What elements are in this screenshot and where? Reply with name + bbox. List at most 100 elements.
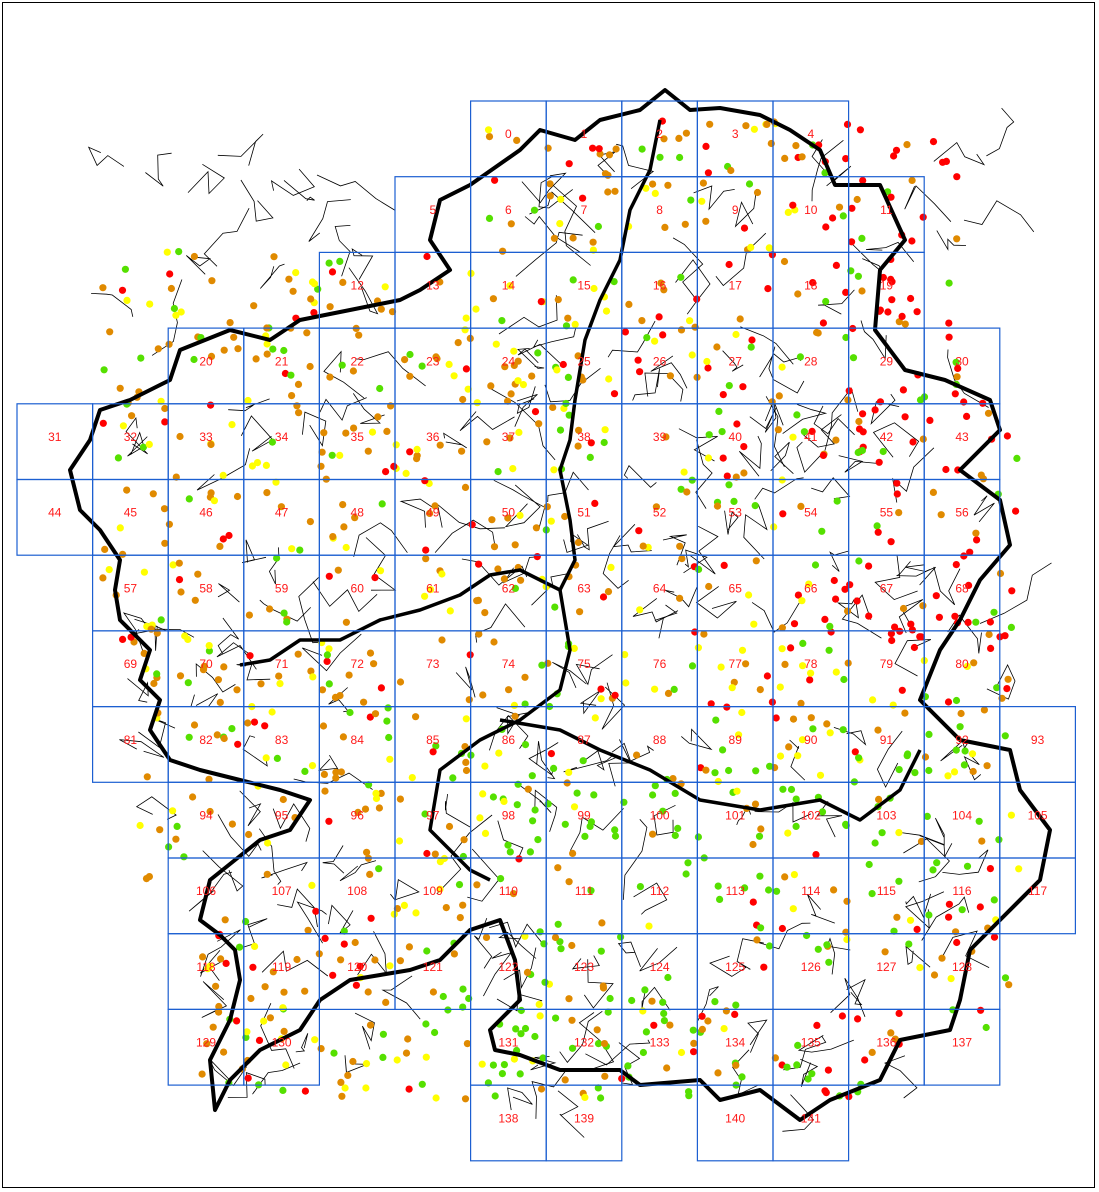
municipal-boundary — [328, 904, 354, 934]
observation-point — [725, 766, 733, 775]
observation-point — [842, 333, 850, 342]
observation-point — [676, 542, 684, 550]
grid-cell-label: 17 — [729, 279, 743, 293]
municipal-boundary — [348, 267, 379, 315]
observation-point — [329, 971, 337, 979]
observation-point — [775, 392, 783, 400]
grid-cell-label: 91 — [880, 733, 894, 747]
municipal-boundary — [942, 849, 989, 875]
observation-point — [401, 356, 409, 364]
grid-cell-label: 40 — [729, 430, 743, 444]
observation-point — [531, 1032, 539, 1041]
observation-point — [482, 933, 491, 942]
observation-point — [600, 438, 608, 447]
observation-point — [821, 615, 829, 624]
municipal-boundary — [905, 564, 936, 586]
municipal-boundary — [334, 225, 351, 277]
observation-point — [339, 278, 347, 286]
municipal-boundary — [783, 1036, 827, 1071]
observation-point — [748, 336, 756, 344]
observation-point — [145, 440, 153, 448]
observation-point — [564, 373, 573, 381]
observation-point — [269, 968, 277, 976]
observation-point — [856, 126, 865, 134]
observation-point — [663, 1064, 671, 1072]
observation-point — [376, 567, 385, 575]
observation-point — [783, 1063, 791, 1071]
observation-point — [796, 353, 805, 361]
grid-cell-label: 58 — [199, 581, 213, 595]
observation-point — [677, 326, 686, 334]
observation-point — [910, 643, 919, 652]
observation-point — [854, 1015, 862, 1023]
grid-cell-label: 87 — [577, 733, 591, 747]
observation-point — [899, 386, 908, 394]
observation-point — [295, 409, 303, 417]
grid-cell-label: 102 — [801, 809, 821, 823]
observation-point — [459, 985, 467, 993]
observation-point — [491, 176, 499, 184]
observation-point — [169, 561, 177, 569]
observation-point — [273, 754, 281, 763]
observation-point — [984, 409, 993, 417]
grid-cell-label: 107 — [272, 884, 292, 898]
observation-point — [325, 572, 333, 580]
grid-cell-label: 23 — [426, 354, 440, 368]
observation-point — [972, 529, 980, 537]
observation-point — [431, 850, 439, 858]
observation-point — [530, 206, 539, 214]
municipal-boundary — [517, 783, 552, 813]
observation-point — [812, 851, 820, 859]
observation-point — [351, 514, 359, 522]
municipal-boundary — [583, 959, 614, 1009]
observation-point — [698, 1012, 706, 1020]
municipal-boundary — [308, 199, 351, 242]
grid-cell-label: 97 — [426, 809, 440, 823]
observation-point — [275, 672, 283, 680]
grid-cell-label: 3 — [732, 127, 739, 141]
observation-point — [651, 782, 659, 790]
observation-point — [790, 871, 799, 879]
observation-point — [139, 443, 147, 451]
grid-cell-label: 4 — [807, 127, 814, 141]
observation-point — [700, 630, 708, 638]
observation-point — [500, 575, 508, 583]
observation-point — [587, 818, 596, 826]
observation-point — [887, 538, 895, 546]
observation-point — [336, 257, 344, 265]
municipal-boundary — [203, 208, 250, 267]
observation-point — [351, 938, 359, 947]
grid-cell-label: 119 — [272, 960, 291, 974]
observation-point — [175, 559, 183, 567]
grid-cell-label: 42 — [880, 430, 894, 444]
municipal-boundary — [498, 295, 558, 335]
observation-point — [379, 1030, 387, 1038]
municipal-boundary — [298, 577, 324, 644]
observation-point — [925, 766, 933, 775]
grid-cell-label: 39 — [653, 430, 667, 444]
grid-cell-label: 93 — [1031, 733, 1045, 747]
grid-cell-label: 12 — [351, 279, 365, 293]
observation-point — [323, 651, 331, 659]
observation-point — [450, 950, 458, 958]
observation-point — [770, 523, 778, 531]
observation-point — [907, 294, 915, 303]
observation-point — [121, 265, 129, 273]
observation-point — [923, 812, 931, 821]
observation-point — [822, 223, 830, 231]
observation-point — [814, 945, 822, 953]
coastline — [68, 88, 1052, 1122]
observation-point — [806, 676, 814, 684]
observation-point — [475, 630, 483, 638]
observation-point — [879, 273, 888, 282]
observation-point — [895, 508, 903, 517]
municipal-boundary — [571, 955, 600, 970]
observation-point — [484, 126, 493, 134]
observation-point — [789, 715, 798, 723]
observation-point — [412, 713, 420, 721]
observation-point — [354, 808, 362, 817]
observation-point — [985, 630, 993, 639]
observation-point — [257, 680, 265, 688]
observation-point — [606, 994, 614, 1003]
municipal-boundary — [894, 639, 932, 677]
